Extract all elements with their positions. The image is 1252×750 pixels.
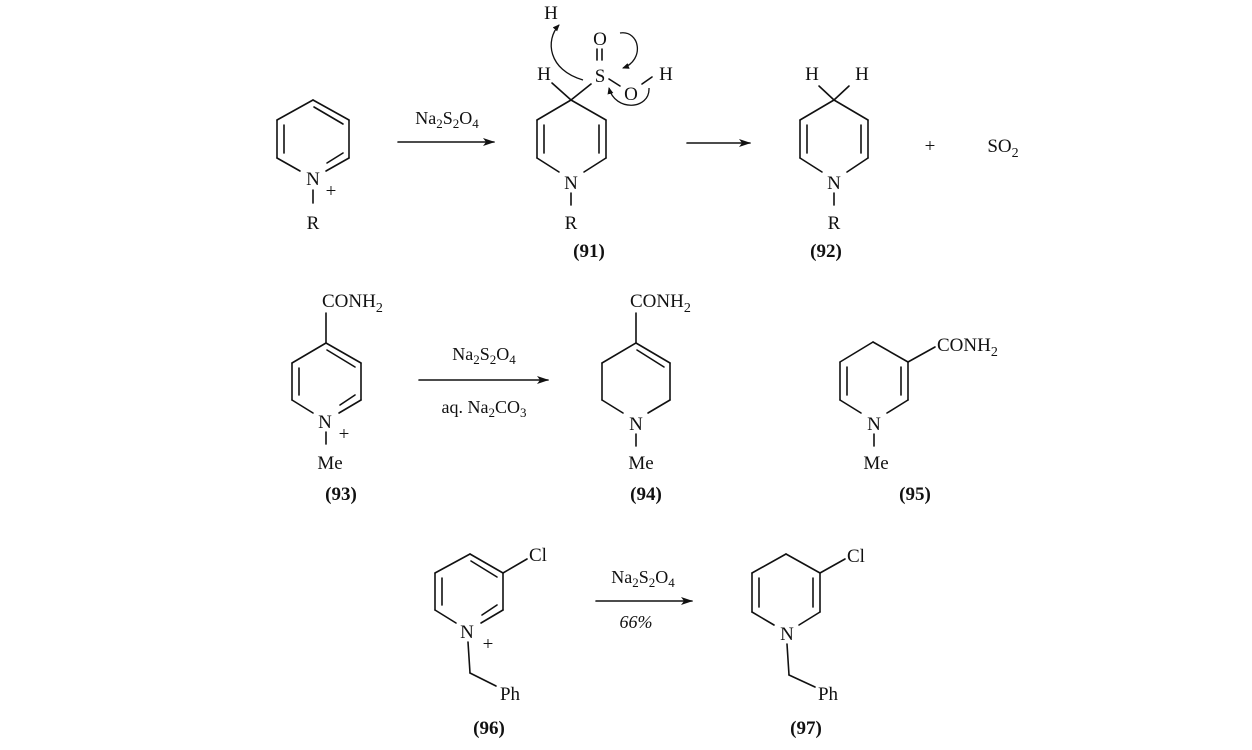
ring-bonds [799,85,869,206]
compound-number: (97) [790,718,822,739]
reaction-arrow-row3: Na2S2O4 66% [595,567,693,632]
compound-91: H H ' S O O H N R (91) [536,0,673,262]
nitrogen-label: N [306,169,320,190]
hydrogen-label-1: H [805,64,819,85]
nitrogen-label: N [780,624,794,645]
ring-bonds [839,341,936,447]
substituent-label: Me [628,453,653,474]
electron-arrow-h-transfer [550,24,584,81]
carboxamide-label: CONH2 [322,291,383,316]
compound-96: Cl N + Ph (96) [434,545,547,739]
compound-number: (96) [473,718,505,739]
compound-number: (93) [325,484,357,505]
nitrogen-label: N [318,412,332,433]
compound-number: (95) [899,484,931,505]
electron-arrow-oh-bond [607,87,650,106]
charge-label: + [339,424,350,445]
ring-bonds [434,553,528,687]
compound-92: H H N R (92) [799,64,869,262]
ring-bonds [276,99,350,204]
substituent-label: Me [863,453,888,474]
electron-arrow-so-bond [619,32,639,69]
sulfur-label: S [595,66,606,87]
hydroxyl-hydrogen-label: H [659,64,673,85]
reagent-top-label: Na2S2O4 [611,567,675,590]
hydrogen-top-label: H [544,3,558,24]
compound-number: (92) [810,241,842,262]
ring-bonds [291,312,362,445]
pyridinium-reactant: N + R [276,99,350,234]
substituent-label: R [828,213,841,234]
nitrogen-label: N [867,414,881,435]
oxygen-label: O [624,84,638,105]
oxygen-top-label: O [593,29,607,50]
chlorine-label: Cl [847,546,865,567]
substituent-label: R [307,213,320,234]
nitrogen-label: N [629,414,643,435]
plus-sign: + [925,136,936,157]
substituent-label: R [565,213,578,234]
hydrogen-label-2: H [855,64,869,85]
nitrogen-label: N [460,622,474,643]
nitrogen-label: N [564,173,578,194]
compound-95: CONH2 N Me (95) [839,335,998,505]
compound-number: (91) [573,241,605,262]
ring-bonds [601,312,671,447]
nitrogen-label: N [827,173,841,194]
compound-number: (94) [630,484,662,505]
charge-label: + [326,181,337,202]
reaction-arrow-1: Na2S2O4 [397,108,495,146]
prime-mark: ' [564,0,567,13]
hydrogen-label: H [537,64,551,85]
chlorine-label: Cl [529,545,547,566]
compound-97: Cl N Ph (97) [751,546,865,739]
compound-93: CONH2 N + Me (93) [291,291,383,505]
substituent-label: Ph [818,684,839,705]
reagent-top-label: Na2S2O4 [452,344,516,367]
ring-bonds [751,553,846,688]
carboxamide-label: CONH2 [630,291,691,316]
substituent-label: Ph [500,684,521,705]
reagent-bottom-label: aq. Na2CO3 [442,397,527,420]
carboxamide-label: CONH2 [937,335,998,360]
compound-94: CONH2 N Me (94) [601,291,691,505]
charge-label: + [483,634,494,655]
reaction-arrow-row2: Na2S2O4 aq. Na2CO3 [418,344,549,420]
sulfur-dioxide-label: SO2 [987,136,1018,161]
ring-bonds [536,48,653,206]
substituent-label: Me [317,453,342,474]
yield-label: 66% [620,612,653,632]
reagent-label: Na2S2O4 [415,108,479,131]
